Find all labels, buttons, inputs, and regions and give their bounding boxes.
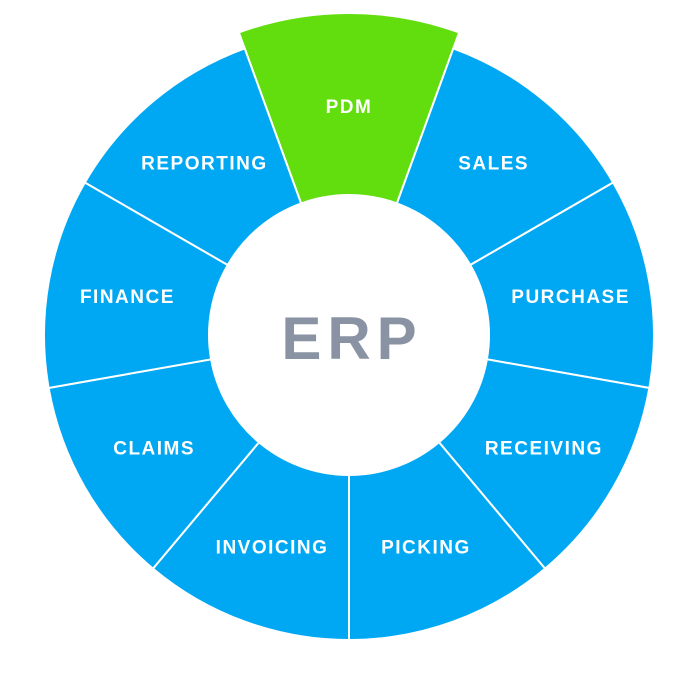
segment-label-picking: PICKING [381, 537, 471, 558]
segment-label-reporting: REPORTING [141, 154, 267, 175]
segment-label-pdm: PDM [326, 97, 373, 118]
segment-label-invoicing: INVOICING [216, 537, 329, 558]
segment-label-sales: SALES [458, 154, 529, 175]
segment-label-claims: CLAIMS [113, 439, 195, 460]
segment-label-purchase: PURCHASE [511, 287, 630, 308]
segment-label-receiving: RECEIVING [485, 439, 603, 460]
erp-center-label: ERP [281, 305, 422, 372]
segment-label-finance: FINANCE [80, 287, 175, 308]
erp-hub [209, 195, 489, 475]
segments-layer: PDM SALES PURCHASE RECEIVING PICKING INVOICIN… [43, 12, 655, 642]
